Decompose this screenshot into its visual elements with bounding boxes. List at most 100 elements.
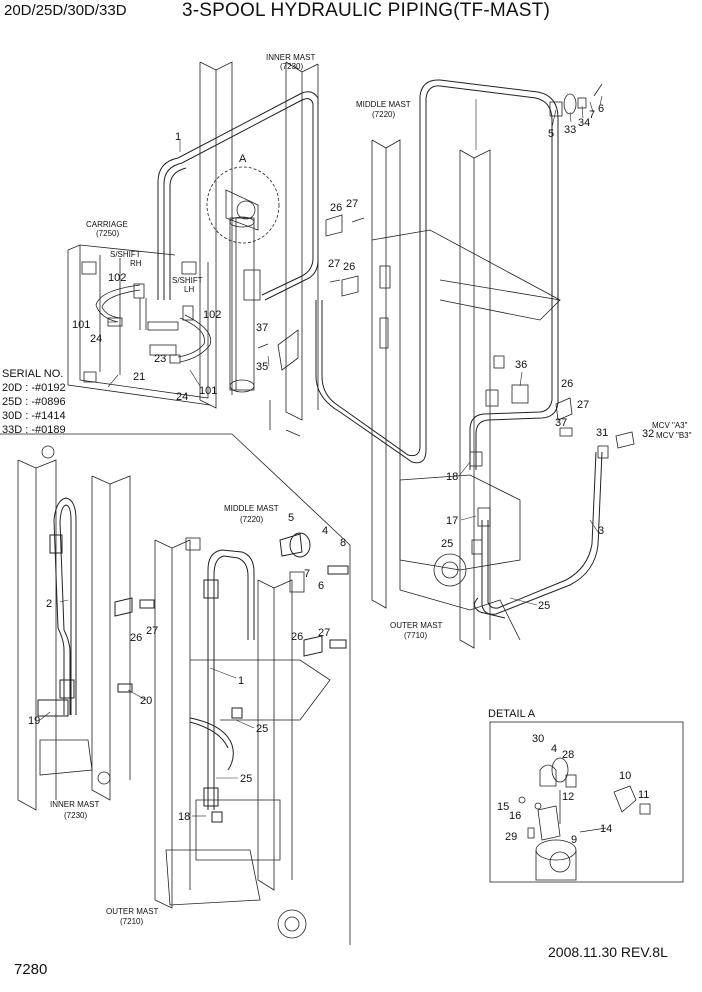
hose-loop-2-inset (37, 497, 77, 717)
part-number: 25 (538, 600, 550, 612)
part-number: 18 (446, 471, 458, 483)
part-number: 6 (598, 103, 604, 115)
part-number: 9 (571, 834, 577, 846)
part-number: 26 (343, 261, 355, 273)
part-number: 28 (562, 749, 574, 761)
sideshift-hoses (95, 283, 212, 364)
detail-a-box (489, 721, 684, 883)
part-number: 12 (562, 791, 574, 803)
part-number: 25 (441, 538, 453, 550)
part-number: 18 (178, 811, 190, 823)
label-detail-a-marker: A (239, 153, 247, 165)
hose-loop-1 (157, 91, 319, 301)
part-number: 15 (497, 801, 509, 813)
part-number: 25 (256, 723, 268, 735)
part-number: 16 (509, 810, 521, 822)
serial-heading: SERIAL NO. (2, 368, 64, 380)
label-mcv-a3: MCV "A3" (652, 421, 688, 430)
part-number: 23 (154, 353, 166, 365)
part-number: 14 (600, 823, 612, 835)
middle-mast-inset (154, 537, 331, 939)
serial-line: 30D : -#1414 (2, 410, 66, 422)
part-number: 20 (140, 695, 152, 707)
label-middle-mast-inset: MIDDLE MAST (224, 504, 279, 513)
part-number: 26 (561, 378, 573, 390)
label-inner-mast-inset: INNER MAST (50, 800, 99, 809)
part-number: 11 (638, 789, 649, 801)
part-number: 26 (330, 202, 342, 214)
part-number: 1 (238, 675, 244, 687)
label-mcv-b3: MCV "B3" (656, 431, 692, 440)
page-title: 3-SPOOL HYDRAULIC PIPING(TF-MAST) (182, 0, 550, 21)
part-number: 24 (90, 333, 102, 345)
part-number: 24 (176, 391, 188, 403)
inset-panel (0, 433, 351, 945)
label-middle-mast-inset-code: (7220) (240, 515, 263, 524)
part-number: 37 (256, 322, 268, 334)
carriage-frame (67, 244, 211, 406)
label-outer-mast-right-code: (7710) (404, 631, 427, 640)
part-number: 26 (130, 632, 142, 644)
part-number: 27 (328, 258, 340, 270)
label-middle-mast-top: MIDDLE MAST (356, 100, 411, 109)
label-outer-mast-right: OUTER MAST (390, 621, 443, 630)
part-number: 34 (578, 117, 590, 129)
part-number: 7 (304, 568, 310, 580)
part-number: 27 (577, 399, 589, 411)
part-number: 27 (346, 198, 358, 210)
part-number: 5 (288, 512, 294, 524)
part-number: 30 (532, 733, 544, 745)
label-carriage-code: (7250) (96, 229, 119, 238)
hose-loop-3-inset (114, 532, 349, 823)
part-number: 25 (240, 773, 252, 785)
part-number: 35 (256, 361, 268, 373)
leader-lines (39, 95, 603, 817)
inner-mast-inset (17, 445, 131, 811)
label-inner-mast-inset-code: (7230) (64, 811, 87, 820)
label-detail-a-title: DETAIL A (488, 708, 536, 720)
part-number: 10 (619, 770, 631, 782)
part-number: 4 (322, 525, 328, 537)
part-number: 6 (318, 580, 324, 592)
mcv-hoses (474, 451, 603, 619)
model-range: 20D/25D/30D/33D (4, 2, 127, 19)
part-number: 3 (598, 525, 604, 537)
label-inner-mast-top: INNER MAST (266, 53, 315, 62)
label-outer-mast-inset-code: (7210) (120, 917, 143, 926)
part-number: 1 (175, 131, 181, 143)
label-outer-mast-inset: OUTER MAST (106, 907, 159, 916)
part-number: 4 (551, 743, 557, 755)
label-carriage: CARRIAGE (86, 220, 128, 229)
bracket-clamps-upper (257, 214, 365, 371)
part-number: 102 (108, 272, 126, 284)
part-number: 26 (291, 631, 303, 643)
part-number: 31 (596, 427, 608, 439)
label-sshift-lh-side: LH (184, 285, 194, 294)
part-number: 33 (564, 124, 576, 136)
part-number: 5 (548, 128, 554, 140)
label-sshift-lh: S/SHIFT (172, 276, 203, 285)
serial-line: 20D : -#0192 (2, 382, 66, 394)
label-sshift-rh-side: RH (130, 259, 142, 268)
part-number: 8 (340, 537, 346, 549)
hose-loop-right (315, 79, 559, 470)
part-number: 2 (46, 598, 52, 610)
part-number: 102 (203, 309, 221, 321)
lift-cylinder (206, 166, 280, 393)
part-number: 36 (515, 359, 527, 371)
text-labels: INNER MAST (7230) MIDDLE MAST (7220) CAR… (50, 53, 692, 926)
serial-line: 33D : -#0189 (2, 424, 66, 436)
revision-date: 2008.11.30 REV.8L (548, 944, 668, 960)
serial-line: 25D : -#0896 (2, 396, 66, 408)
label-middle-mast-top-code: (7220) (372, 110, 395, 119)
part-number: 37 (555, 417, 567, 429)
part-number: 29 (505, 831, 517, 843)
label-inner-mast-top-code: (7230) (280, 62, 303, 71)
part-number: 7 (589, 109, 595, 121)
serial-number-block: SERIAL NO. 20D : -#0192 25D : -#0896 30D… (2, 367, 66, 437)
part-number: 27 (318, 627, 330, 639)
part-number: 27 (146, 625, 158, 637)
middle-mast-upper (371, 139, 561, 649)
part-number: 101 (199, 385, 217, 397)
